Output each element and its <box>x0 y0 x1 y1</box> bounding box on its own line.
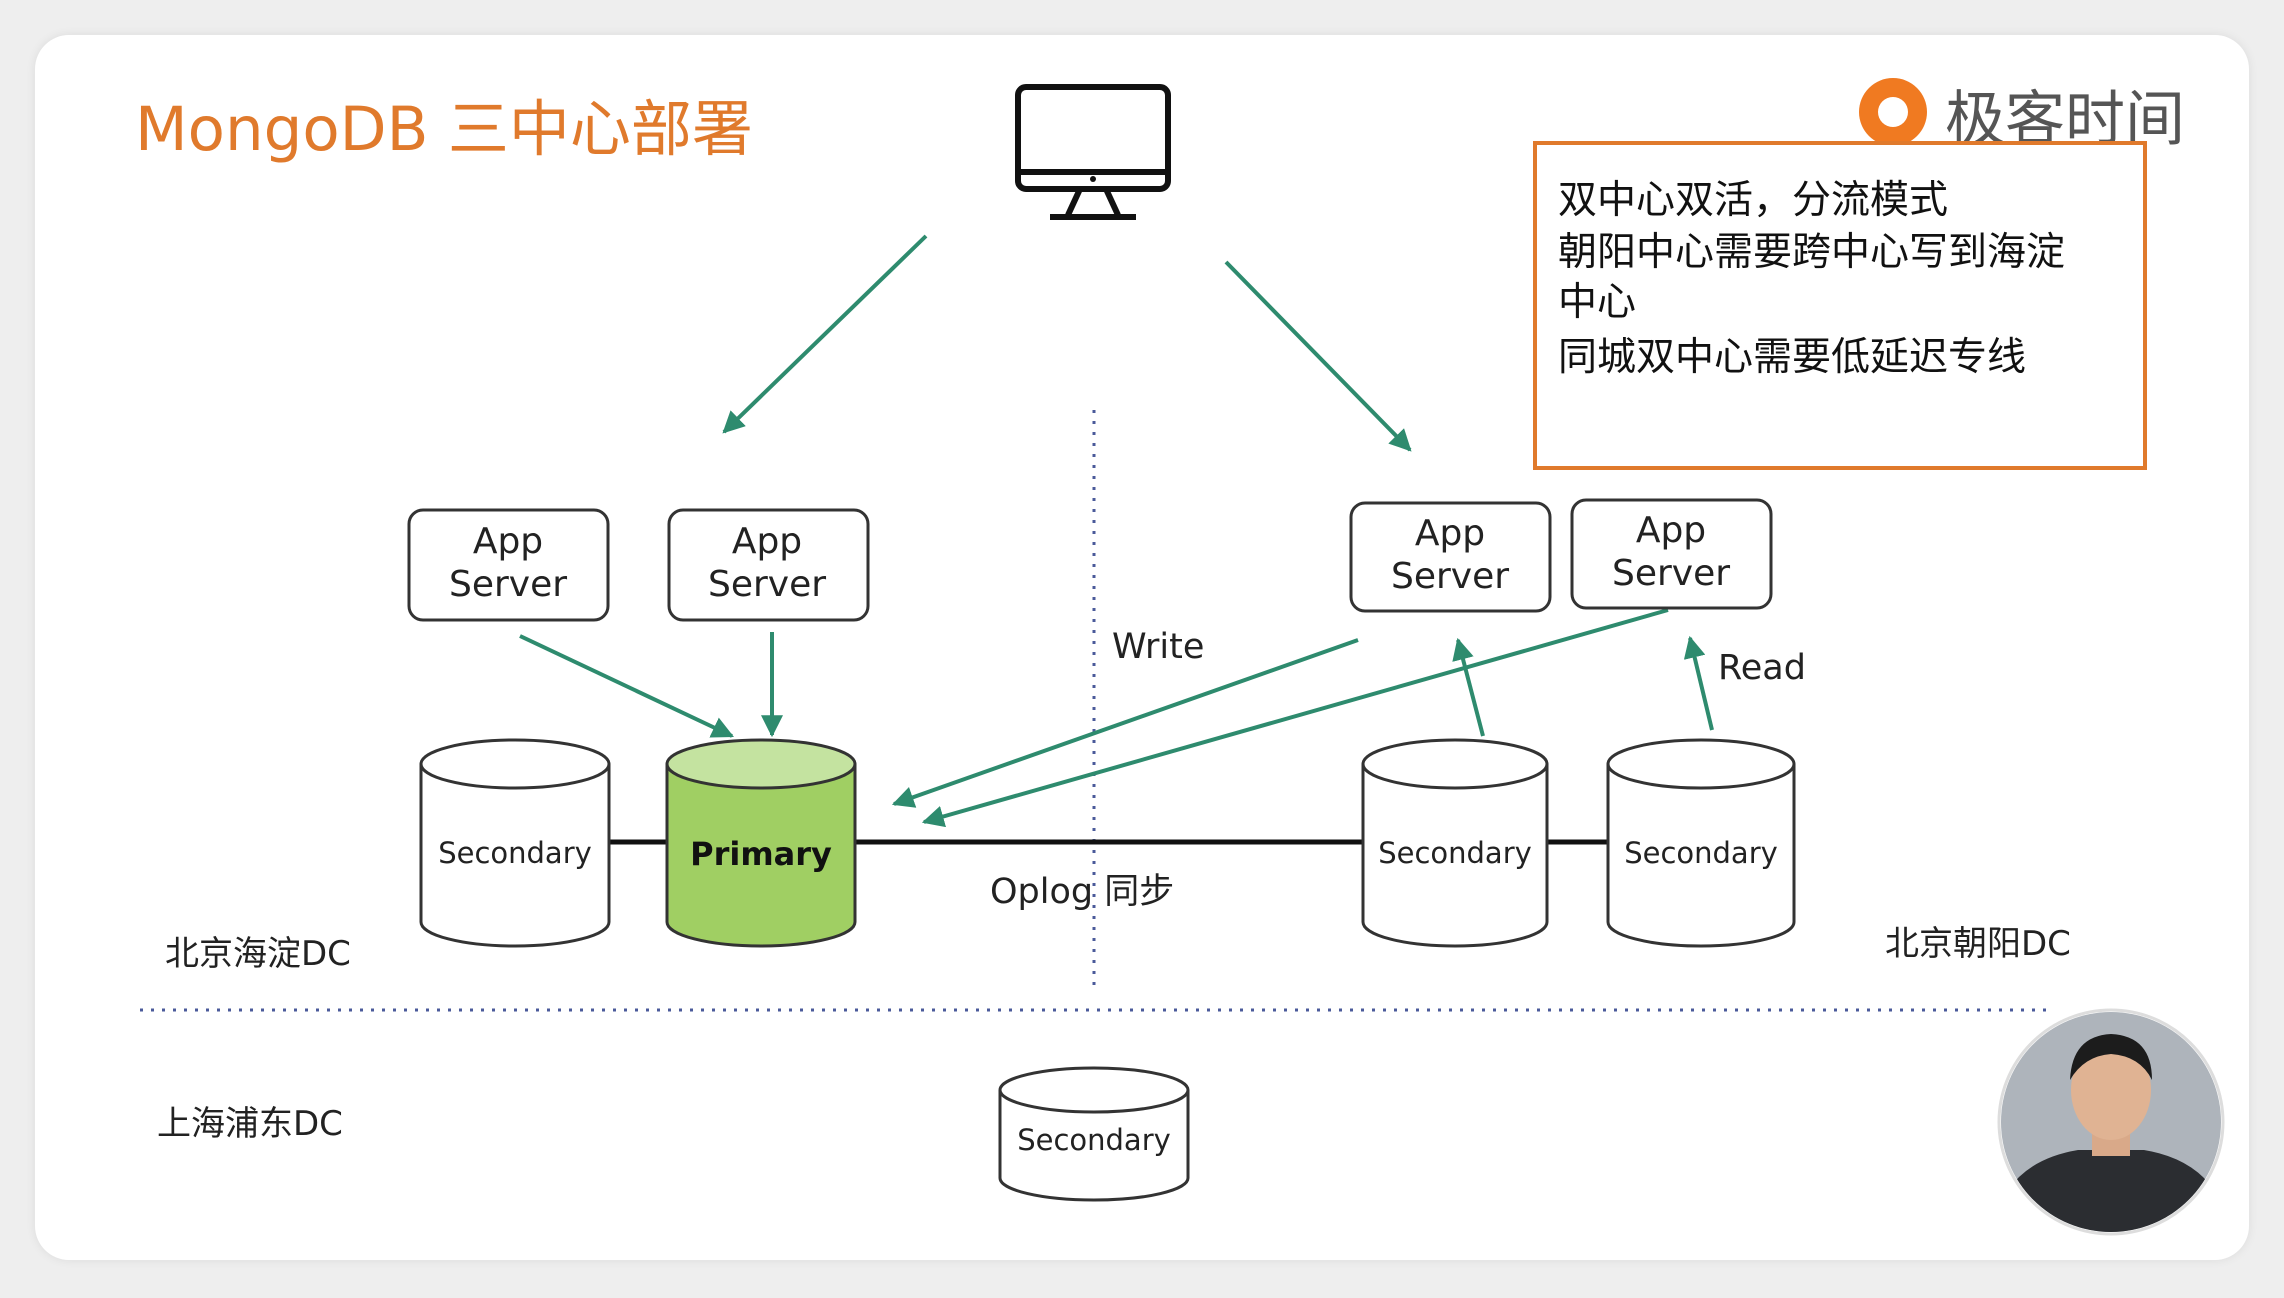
monitor-power-dot <box>1090 176 1096 182</box>
read-label: Read <box>1718 648 1806 688</box>
note-line-1: 双中心双活，分流模式 <box>1558 178 1948 223</box>
read-arrow-1 <box>1452 637 1485 737</box>
svg-text:Primary: Primary <box>690 835 832 873</box>
client-to-chaoyang-arrow <box>1224 260 1412 452</box>
desktop-monitor-icon <box>1015 84 1171 220</box>
app-to-primary-arrow-1 <box>519 634 734 738</box>
svg-text:Server: Server <box>1391 556 1509 597</box>
haidian-secondary-node: Secondary <box>419 738 611 948</box>
svg-text:Server: Server <box>449 564 567 605</box>
svg-text:App: App <box>473 521 543 562</box>
app-server-1: App Server <box>407 508 610 622</box>
svg-text:Secondary: Secondary <box>438 836 592 870</box>
pudong-secondary-node: Secondary <box>998 1066 1190 1202</box>
page-title: MongoDB 三中心部署 <box>135 94 753 165</box>
svg-text:Secondary: Secondary <box>1017 1123 1171 1157</box>
write-arrow-1 <box>891 638 1359 808</box>
dc-label-chaoyang: 北京朝阳DC <box>1885 924 2071 964</box>
note-line-2: 朝阳中心需要跨中心写到海淀 <box>1558 230 2065 275</box>
write-label: Write <box>1112 627 1204 667</box>
client-to-haidian-arrow <box>722 234 928 434</box>
note-line-3: 中心 <box>1558 280 1636 325</box>
svg-text:Server: Server <box>708 564 826 605</box>
chaoyang-secondary-node-1: Secondary <box>1361 738 1549 948</box>
geektime-logo-icon <box>1859 78 1927 158</box>
svg-text:App: App <box>1636 510 1706 551</box>
write-arrow-2 <box>921 608 1669 828</box>
primary-node: Primary <box>665 738 857 948</box>
app-server-2: App Server <box>667 508 870 622</box>
svg-text:App: App <box>1415 513 1485 554</box>
app-server-3: App Server <box>1349 501 1552 613</box>
svg-text:App: App <box>732 521 802 562</box>
svg-text:Secondary: Secondary <box>1378 836 1532 870</box>
oplog-sync-label: Oplog 同步 <box>990 872 1174 912</box>
dc-label-pudong: 上海浦东DC <box>157 1104 343 1144</box>
dc-label-haidian: 北京海淀DC <box>165 934 351 974</box>
svg-text:Server: Server <box>1612 553 1730 594</box>
note-box <box>1533 141 2147 470</box>
presenter-video-avatar <box>1997 1008 2225 1236</box>
read-arrow-2 <box>1683 635 1714 731</box>
app-server-4: App Server <box>1570 498 1773 610</box>
chaoyang-secondary-node-2: Secondary <box>1606 738 1796 948</box>
note-line-4: 同城双中心需要低延迟专线 <box>1558 335 2026 380</box>
svg-text:Secondary: Secondary <box>1624 836 1778 870</box>
